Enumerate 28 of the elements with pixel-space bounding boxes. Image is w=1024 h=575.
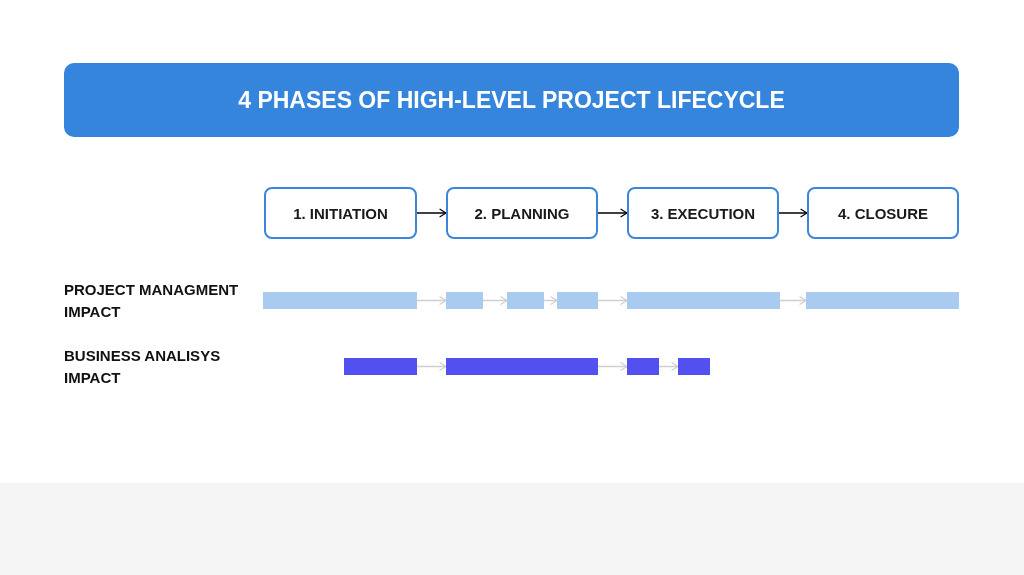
arrow [597,295,628,306]
phase-box: 3. EXECUTION [627,187,779,239]
arrow [658,361,679,372]
arrow [597,208,628,218]
arrow [543,295,558,306]
gantt-bar [344,358,417,375]
title-banner: 4 PHASES OF HIGH-LEVEL PROJECT LIFECYCLE [64,63,959,137]
gantt-bar [627,292,780,309]
gantt-bar [806,292,959,309]
arrow [416,295,447,306]
gantt-bar [507,292,544,309]
phase-box: 4. CLOSURE [807,187,959,239]
gantt-bar [627,358,659,375]
arrow [416,208,447,218]
gantt-bar [446,292,483,309]
phase-box: 1. INITIATION [264,187,417,239]
row-label: BUSINESS ANALISYS IMPACT [64,346,222,388]
row-label: PROJECT MANAGMENT IMPACT [64,280,240,322]
gantt-bar [678,358,710,375]
gantt-bar [263,292,417,309]
arrow [416,361,447,372]
gantt-bar [557,292,598,309]
phase-box: 2. PLANNING [446,187,598,239]
arrow [779,295,807,306]
arrow [482,295,508,306]
gantt-bar [446,358,598,375]
arrow [778,208,808,218]
arrow [597,361,628,372]
